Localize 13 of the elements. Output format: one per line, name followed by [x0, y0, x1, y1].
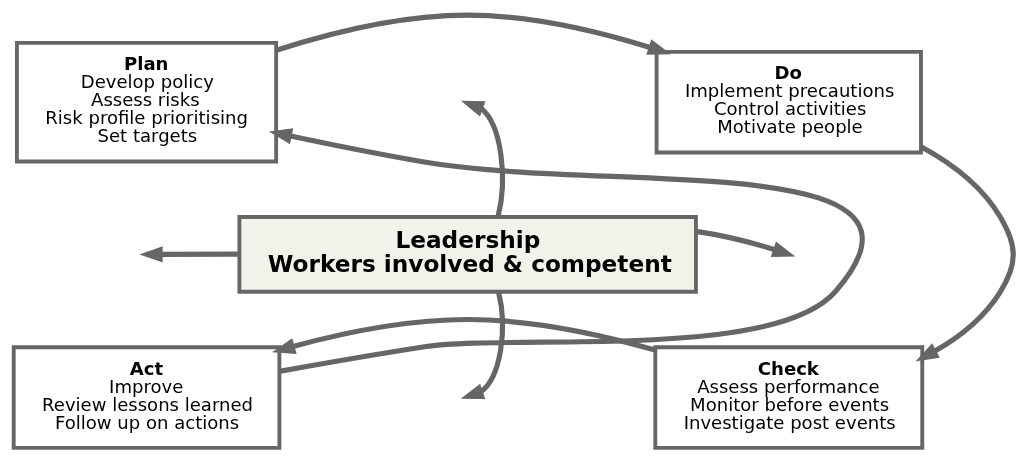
arrow: [695, 228, 796, 257]
node-box: Check Assess performance Monitor before events Investigate post events: [653, 345, 925, 450]
node-box: Plan Develop policy Assess risks Risk profile prioritising Set targets: [15, 40, 279, 164]
arrow: [915, 144, 1016, 362]
node-box: Leadership Workers involved & competent: [237, 215, 698, 294]
arrow: [460, 100, 506, 218]
arrow: [460, 291, 505, 400]
arrow: [272, 316, 656, 354]
node-box: Do Implement precautions Control activities Motivate people: [654, 49, 923, 155]
arrow: [139, 246, 240, 263]
arrow: [268, 128, 865, 374]
arrow: [275, 12, 671, 55]
node-box: Act Improve Review lessons learned Follow up on actions: [11, 345, 282, 450]
